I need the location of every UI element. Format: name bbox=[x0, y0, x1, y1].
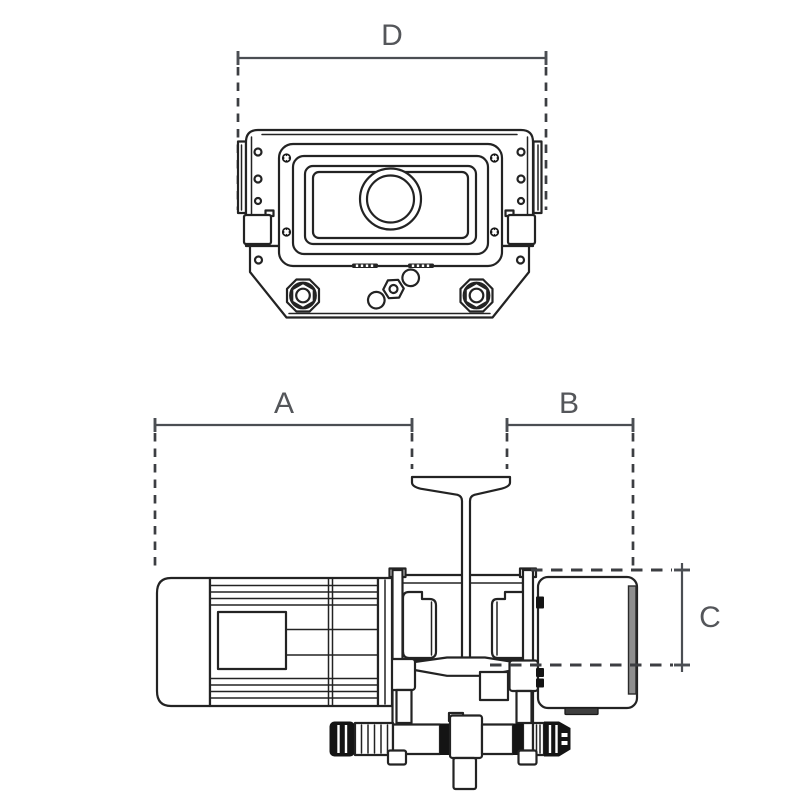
control-box-latch-bottom bbox=[536, 668, 544, 677]
control-box-bottom-tab bbox=[564, 707, 599, 716]
trolley-wheel-left bbox=[401, 590, 438, 660]
dimension-d: D bbox=[236, 19, 548, 210]
motor-cooling-fins bbox=[209, 584, 379, 699]
clamp-block-left bbox=[242, 209, 275, 246]
load-bar bbox=[452, 756, 478, 791]
motor-end-cap bbox=[155, 576, 212, 708]
shaft-nut-left bbox=[329, 721, 355, 757]
motor-nameplate bbox=[216, 610, 288, 671]
mounting-holes-left bbox=[253, 147, 263, 206]
rod-foot-left bbox=[386, 749, 408, 766]
dimension-c: C bbox=[490, 563, 721, 672]
suspension-shaft bbox=[329, 711, 571, 791]
dimension-b: B bbox=[505, 387, 635, 568]
dimension-a: A bbox=[153, 387, 414, 566]
buffer-box bbox=[478, 670, 510, 702]
control-box bbox=[536, 575, 639, 716]
control-box-edge-band bbox=[627, 585, 637, 695]
cable-gland-right bbox=[459, 278, 494, 313]
dimension-c-label: C bbox=[699, 601, 721, 634]
clamp-block-right bbox=[504, 209, 537, 246]
motor bbox=[155, 576, 394, 708]
mounting-holes-right bbox=[516, 147, 526, 206]
cable-gland-left bbox=[285, 278, 321, 313]
control-box-latch-top bbox=[536, 596, 544, 609]
side-view: A B bbox=[153, 387, 721, 791]
dimension-b-label: B bbox=[559, 387, 579, 420]
top-view: D bbox=[236, 19, 548, 319]
cover-screws bbox=[281, 153, 500, 237]
sight-glass bbox=[358, 167, 423, 231]
suspension-bracket-right bbox=[508, 659, 540, 725]
dimension-d-label: D bbox=[381, 19, 403, 52]
shaft-center-block bbox=[448, 714, 484, 760]
rod-foot-right bbox=[517, 749, 538, 766]
label-plates bbox=[352, 263, 434, 268]
dimension-a-label: A bbox=[274, 387, 294, 420]
selector-toggle bbox=[366, 268, 421, 310]
